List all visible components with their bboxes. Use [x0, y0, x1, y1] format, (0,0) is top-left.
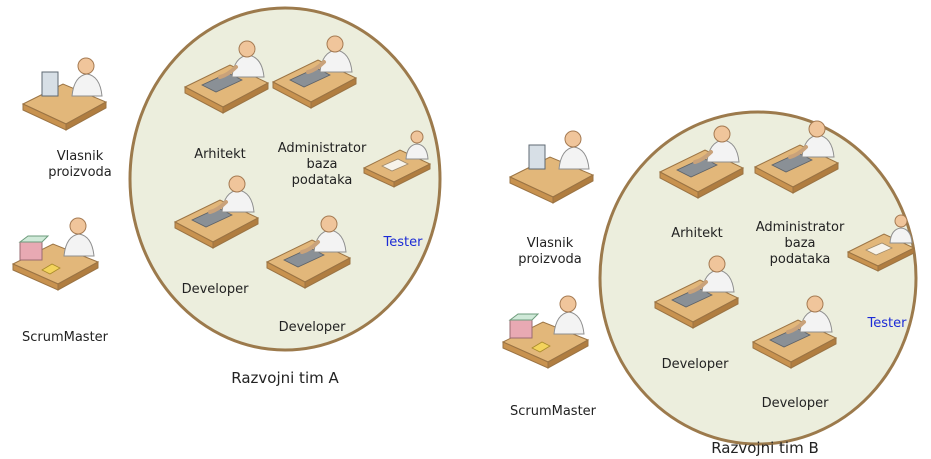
team-b-product-owner-label: Vlasnik proizvoda: [518, 236, 582, 267]
team-b-circle: [598, 110, 918, 446]
team-b-scrum-master-label: ScrumMaster: [509, 404, 597, 419]
team-b-product-owner-icon: [509, 130, 594, 204]
team-b-developer-2-label: Developer: [761, 396, 829, 411]
team-a-tester-label: Tester: [383, 235, 423, 250]
team-b-developer-1-label: Developer: [661, 357, 729, 372]
team-a-developer-2-label: Developer: [278, 320, 346, 335]
team-a-product-owner-label: Vlasnik proizvoda: [48, 149, 112, 180]
team-a-product-owner-icon: [22, 57, 107, 131]
team-a-architect-label: Arhitekt: [194, 147, 246, 162]
team-b-caption: Razvojni tim B: [711, 439, 819, 457]
team-a-developer-1-label: Developer: [181, 282, 249, 297]
team-a-db-admin-label: Administrator baza podataka: [277, 141, 367, 188]
team-b-architect-label: Arhitekt: [671, 226, 723, 241]
team-a-scrum-master-label: ScrumMaster: [21, 330, 109, 345]
team-a-caption: Razvojni tim A: [231, 369, 339, 387]
team-b-db-admin-label: Administrator baza podataka: [755, 220, 845, 267]
team-b-scrum-master-icon: [502, 295, 589, 369]
team-b-tester-label: Tester: [867, 316, 907, 331]
team-a-scrum-master-icon: [12, 217, 99, 291]
